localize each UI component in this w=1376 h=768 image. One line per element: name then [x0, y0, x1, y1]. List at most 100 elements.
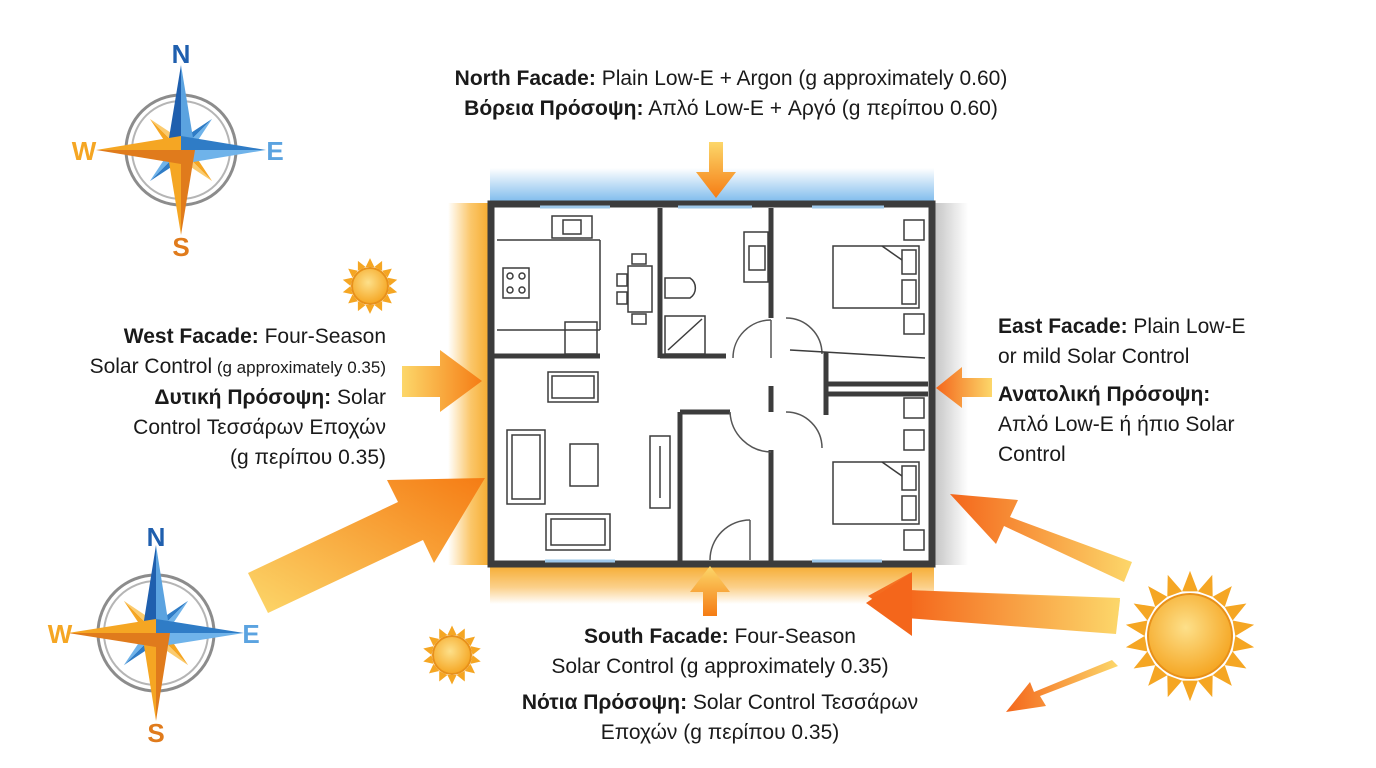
compass-cardinal-point — [68, 619, 156, 633]
sun-ray — [1125, 636, 1148, 652]
sun-ray — [428, 663, 440, 674]
sun-ray — [1182, 680, 1198, 702]
sun-ray — [1133, 651, 1156, 669]
compass-cardinal-point — [68, 633, 156, 647]
east-facade-label: East Facade: Plain Low-E or mild Solar C… — [998, 312, 1328, 470]
sun-ray — [357, 301, 366, 312]
compass-cardinal-point — [181, 150, 195, 235]
east-facade-title-en: East Facade: — [998, 315, 1128, 338]
sun-disc — [1147, 593, 1233, 679]
sun-to-south-arrow-body — [906, 590, 1120, 634]
sun-ray — [456, 671, 465, 682]
compass-top-north: N — [172, 39, 191, 69]
sun-ray — [428, 636, 440, 647]
west-arrow — [402, 350, 482, 412]
sun-ray — [1232, 636, 1255, 652]
sun-ray — [1212, 665, 1232, 686]
compass-cardinal-point — [142, 545, 156, 633]
east-facade-title-el: Ανατολική Πρόσοψη: — [998, 383, 1211, 406]
sun-disc — [351, 267, 389, 305]
compass-cardinal-point — [181, 136, 266, 150]
sun-ray — [348, 268, 358, 278]
compass-cardinal-point — [96, 136, 181, 150]
sun-ray — [1224, 651, 1247, 669]
sun-ray — [470, 655, 481, 664]
east-facade-text-en-1: Plain Low-E — [1127, 315, 1246, 338]
sun-icon-east — [1125, 570, 1255, 702]
sun-arrows — [248, 142, 1132, 712]
compass-rose-icon-bottom — [68, 545, 244, 721]
compass-cardinal-point — [96, 150, 181, 164]
compass-cardinal-point — [181, 150, 266, 164]
east-diagonal-arrow — [950, 494, 1132, 582]
sun-ray — [1148, 665, 1168, 686]
sun-ray — [464, 663, 476, 674]
sun-reflect-arrow — [1006, 660, 1118, 712]
south-arrow — [690, 566, 730, 616]
sun-ray — [374, 301, 383, 312]
sun-ray — [470, 646, 481, 655]
south-facade-title-el: Νότια Πρόσοψη: — [521, 691, 688, 714]
compass-bottom-east: E — [242, 619, 259, 649]
sun-ray — [1197, 675, 1213, 698]
sun-ray — [342, 277, 353, 286]
west-facade-title-el: Δυτική Πρόσοψη: — [154, 386, 332, 409]
sun-icon-west — [342, 258, 398, 314]
sun-icon-south — [423, 625, 481, 685]
north-facade-text-el: Απλό Low-E + Αργό (g περίπου 0.60) — [643, 97, 998, 120]
south-facade-text-el-2: Εποχών (g περίπου 0.35) — [600, 721, 840, 744]
north-facade-title-el: Βόρεια Πρόσοψη: — [464, 97, 644, 120]
compass-cardinal-point — [156, 633, 244, 647]
west-facade-text-en-2: Solar Control — [89, 355, 213, 378]
sun-disc — [432, 635, 472, 675]
compass-bottom-west: W — [48, 619, 73, 649]
sun-ray — [348, 294, 358, 304]
sun-ray — [1182, 570, 1198, 592]
floor-plan — [487, 200, 936, 568]
north-facade-label: North Facade: Plain Low-E + Argon (g app… — [0, 64, 1376, 124]
sun-ray — [387, 277, 398, 286]
east-facade-text-el-2: Control — [998, 443, 1066, 466]
compass-rose-icon-top — [96, 65, 266, 235]
west-facade-text-el-2: Control Τεσσάρων Εποχών — [133, 416, 386, 439]
north-facade-text-en: Plain Low-E + Argon (g approximately 0.6… — [595, 67, 1008, 90]
east-facade-text-el-1: Απλό Low-E ή ήπιο Solar — [998, 413, 1235, 436]
sun-ray — [342, 286, 353, 295]
sun-ray — [447, 675, 457, 685]
west-facade-text-en-1: Four-Season — [258, 325, 386, 348]
sun-ray — [374, 260, 383, 271]
west-facade-title-en: West Facade: — [123, 325, 259, 348]
south-facade-text-el-1: Solar Control Τεσσάρων — [687, 691, 919, 714]
sun-ray — [365, 304, 375, 314]
sun-ray — [1167, 574, 1183, 597]
compass-cardinal-point — [156, 619, 244, 633]
east-arrow — [936, 367, 992, 408]
sun-ray — [382, 268, 392, 278]
compass-cardinal-point — [167, 65, 181, 150]
sun-ray — [365, 258, 375, 268]
south-facade-text-en-2: Solar Control (g approximately 0.35) — [551, 655, 889, 678]
sun-ray — [439, 628, 448, 639]
southwest-big-arrow — [248, 478, 485, 613]
compass-bottom-south: S — [147, 718, 164, 748]
sun-ray — [1232, 620, 1255, 636]
west-facade-text-en-small: (g approximately 0.35) — [212, 358, 386, 377]
east-facade-text-en-2: or mild Solar Control — [998, 345, 1190, 368]
sun-ray — [382, 294, 392, 304]
south-facade-title-en: South Facade: — [584, 625, 729, 648]
south-facade-label: South Facade: Four-Season Solar Control … — [420, 622, 1020, 748]
west-facade-label: West Facade: Four-Season Solar Control (… — [0, 322, 386, 473]
sun-ray — [1148, 586, 1168, 607]
compass-top-west: W — [72, 136, 97, 166]
sun-ray — [439, 671, 448, 682]
sun-ray — [1224, 603, 1247, 621]
compass-cardinal-point — [167, 150, 181, 235]
sun-ray — [423, 655, 434, 664]
sun-ray — [464, 636, 476, 647]
compass-bottom-north: N — [147, 522, 166, 552]
sun-to-south-arrow-head — [866, 572, 912, 636]
sun-ray — [1125, 620, 1148, 636]
north-facade-title-en: North Facade: — [454, 67, 596, 90]
compass-cardinal-point — [142, 633, 156, 721]
west-facade-text-el-3: (g περίπου 0.35) — [229, 446, 386, 469]
